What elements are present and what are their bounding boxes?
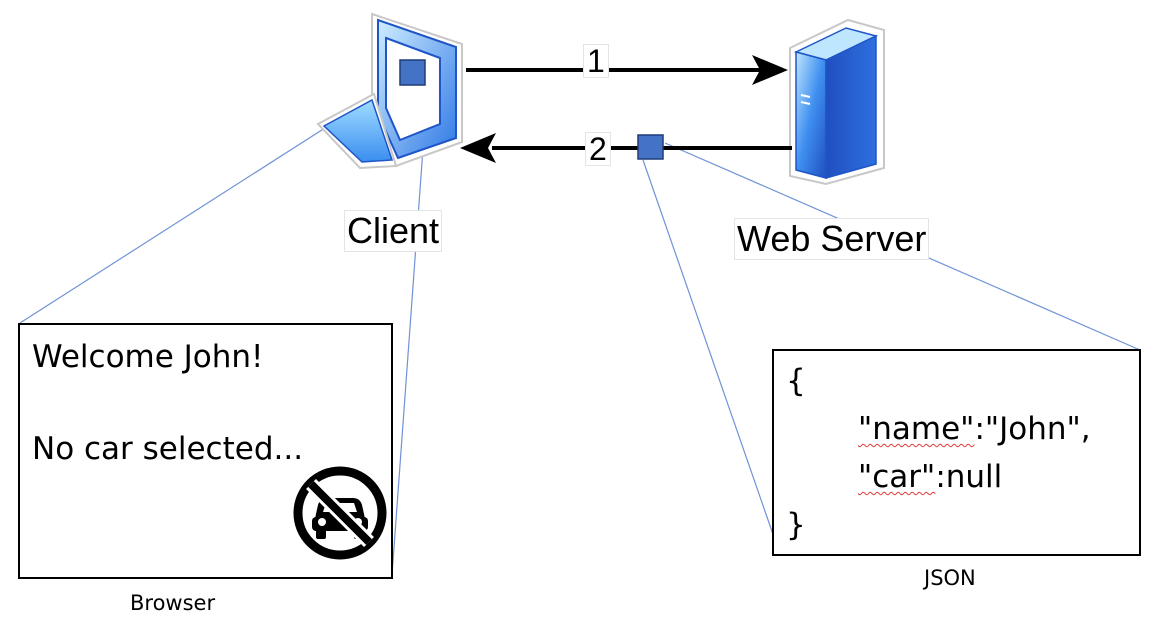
json-car-line: "car":null [858,459,1002,495]
client-label: Client [344,210,443,252]
response-number: 2 [585,132,611,166]
screen-marker [399,59,426,86]
json-close-brace: } [786,507,806,543]
json-car-value: :null [935,459,1003,495]
json-callout-line-left [642,159,776,541]
server-tower-icon [789,18,885,186]
json-box: { "name":"John", "car":null } [772,349,1141,556]
browser-welcome-text: Welcome John! [32,339,264,375]
browser-box: Welcome John! No car selected... [18,323,393,579]
json-open-brace: { [786,363,806,399]
request-number: 1 [583,44,609,78]
request-arrow [466,55,788,85]
json-name-line: "name":"John", [858,411,1091,447]
no-car-icon [293,466,387,560]
json-name-value: :"John", [974,411,1091,447]
response-arrow [460,133,792,163]
json-caption: JSON [924,566,976,590]
json-car-key: "car" [858,459,936,495]
json-name-key: "name" [858,411,975,447]
browser-callout-line-right [391,79,429,576]
response-marker [637,134,664,160]
browser-status-text: No car selected... [32,431,304,467]
browser-caption: Browser [130,591,216,615]
laptop-icon [316,12,463,170]
server-label: Web Server [734,218,930,260]
